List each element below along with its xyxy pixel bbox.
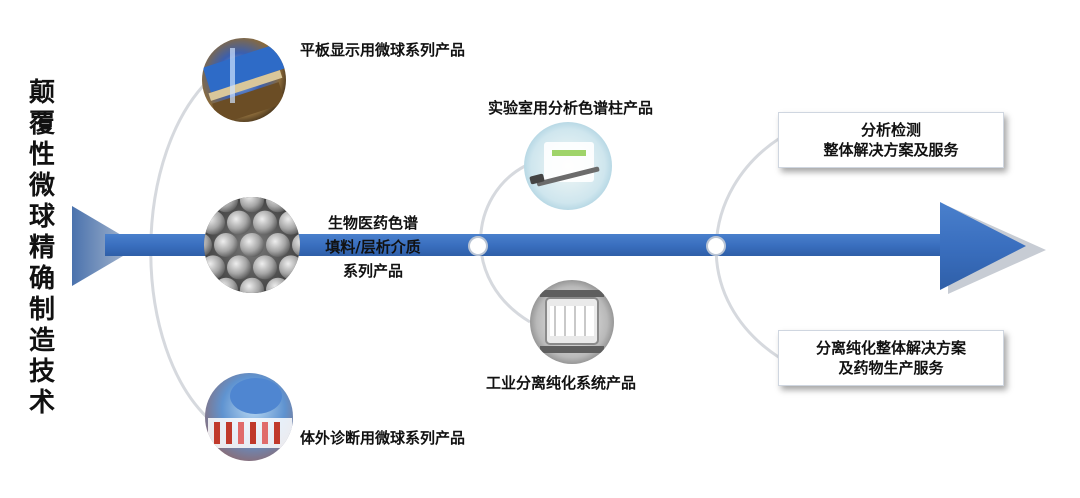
microsphere-bead bbox=[279, 210, 300, 235]
microsphere-bead bbox=[318, 278, 342, 302]
microsphere-bead bbox=[253, 300, 277, 324]
service-separation-line2: 及药物生产服务 bbox=[838, 359, 944, 377]
microsphere-bead bbox=[253, 255, 277, 280]
microsphere-bead bbox=[266, 233, 290, 257]
microsphere-bead bbox=[266, 322, 290, 346]
microsphere-bead bbox=[214, 144, 238, 168]
label-lab-column: 实验室用分析色谱柱产品 bbox=[488, 99, 654, 117]
microsphere-bead bbox=[201, 166, 225, 190]
microsphere-bead bbox=[279, 300, 303, 324]
microsphere-bead bbox=[279, 255, 300, 280]
microsphere-bead bbox=[136, 144, 160, 168]
microsphere-bead bbox=[292, 233, 300, 257]
microsphere-bead bbox=[292, 277, 300, 293]
microsphere-bead bbox=[357, 300, 381, 324]
ivd-image bbox=[205, 373, 293, 461]
microsphere-bead bbox=[204, 233, 212, 257]
microsphere-bead bbox=[253, 210, 277, 235]
microsphere-bead bbox=[266, 144, 290, 168]
microsphere-bead bbox=[240, 277, 264, 293]
junction-node-1 bbox=[468, 236, 488, 256]
label-flat-panel: 平板显示用微球系列产品 bbox=[300, 41, 466, 59]
microsphere-bead bbox=[204, 197, 212, 213]
microsphere-bead bbox=[214, 197, 238, 213]
label-biomedical: 生物医药色谱 填料/层析介质 系列产品 bbox=[318, 213, 428, 281]
microsphere-bead bbox=[279, 166, 303, 190]
microsphere-bead bbox=[318, 322, 342, 346]
microsphere-bead bbox=[318, 188, 342, 212]
microsphere-bead bbox=[136, 278, 160, 302]
microsphere-bead bbox=[292, 322, 316, 346]
microsphere-bead bbox=[175, 300, 199, 324]
microsphere-bead bbox=[292, 197, 300, 213]
microsphere-bead bbox=[344, 188, 368, 212]
microsphere-bead bbox=[227, 300, 251, 324]
service-box-separation: 分离纯化整体解决方案 及药物生产服务 bbox=[778, 330, 1004, 386]
microsphere-bead bbox=[149, 300, 173, 324]
microsphere-bead bbox=[204, 255, 225, 280]
microsphere-bead bbox=[204, 277, 212, 293]
microsphere-bead bbox=[318, 144, 342, 168]
flat-panel-image bbox=[202, 38, 286, 122]
service-analysis-line1: 分析检测 bbox=[860, 121, 921, 139]
industrial-system-image bbox=[530, 280, 614, 364]
microsphere-bead bbox=[175, 166, 199, 190]
microsphere-bead bbox=[162, 188, 186, 212]
microsphere-bead bbox=[240, 144, 264, 168]
service-box-analysis: 分析检测 整体解决方案及服务 bbox=[778, 112, 1004, 168]
microsphere-bead bbox=[162, 278, 186, 302]
arrow-shaft bbox=[105, 234, 955, 256]
microsphere-bead bbox=[188, 144, 212, 168]
microsphere-bead bbox=[227, 166, 251, 190]
microsphere-bead bbox=[214, 233, 238, 257]
microsphere-bead bbox=[331, 300, 355, 324]
junction-node-2 bbox=[706, 236, 726, 256]
microsphere-bead bbox=[344, 278, 368, 302]
arrow-head bbox=[940, 202, 1026, 290]
microsphere-bead bbox=[227, 210, 251, 235]
microsphere-bead bbox=[253, 166, 277, 190]
label-biomedical-line3: 系列产品 bbox=[342, 262, 403, 280]
microsphere-bead bbox=[136, 322, 160, 346]
microsphere-bead bbox=[357, 166, 381, 190]
microsphere-bead bbox=[344, 322, 368, 346]
microsphere-bead bbox=[344, 144, 368, 168]
microsphere-bead bbox=[214, 277, 238, 293]
microsphere-bead bbox=[227, 255, 251, 280]
microsphere-bead bbox=[331, 166, 355, 190]
microsphere-bead bbox=[240, 322, 264, 346]
service-analysis-line2: 整体解决方案及服务 bbox=[823, 141, 959, 159]
microsphere-bead bbox=[240, 233, 264, 257]
microsphere-bead bbox=[240, 197, 264, 213]
microsphere-bead bbox=[292, 144, 316, 168]
label-biomedical-line2: 填料/层析介质 bbox=[325, 238, 421, 256]
microsphere-bead bbox=[188, 322, 212, 346]
label-industrial: 工业分离纯化系统产品 bbox=[486, 374, 637, 392]
vertical-title: 颠覆性微球精确制造技术 bbox=[28, 78, 55, 418]
microsphere-bead bbox=[201, 300, 225, 324]
label-ivd: 体外诊断用微球系列产品 bbox=[300, 429, 466, 447]
microsphere-bead bbox=[266, 197, 290, 213]
microsphere-bead bbox=[214, 322, 238, 346]
microsphere-bead bbox=[305, 300, 329, 324]
microsphere-bead bbox=[175, 255, 199, 279]
label-biomedical-line1: 生物医药色谱 bbox=[327, 214, 418, 232]
microsphere-bead bbox=[175, 211, 199, 235]
service-separation-line1: 分离纯化整体解决方案 bbox=[815, 339, 966, 357]
lab-column-image bbox=[524, 122, 612, 210]
microsphere-bead bbox=[266, 277, 290, 293]
microsphere-bead bbox=[305, 166, 329, 190]
microsphere-bead bbox=[204, 210, 225, 235]
